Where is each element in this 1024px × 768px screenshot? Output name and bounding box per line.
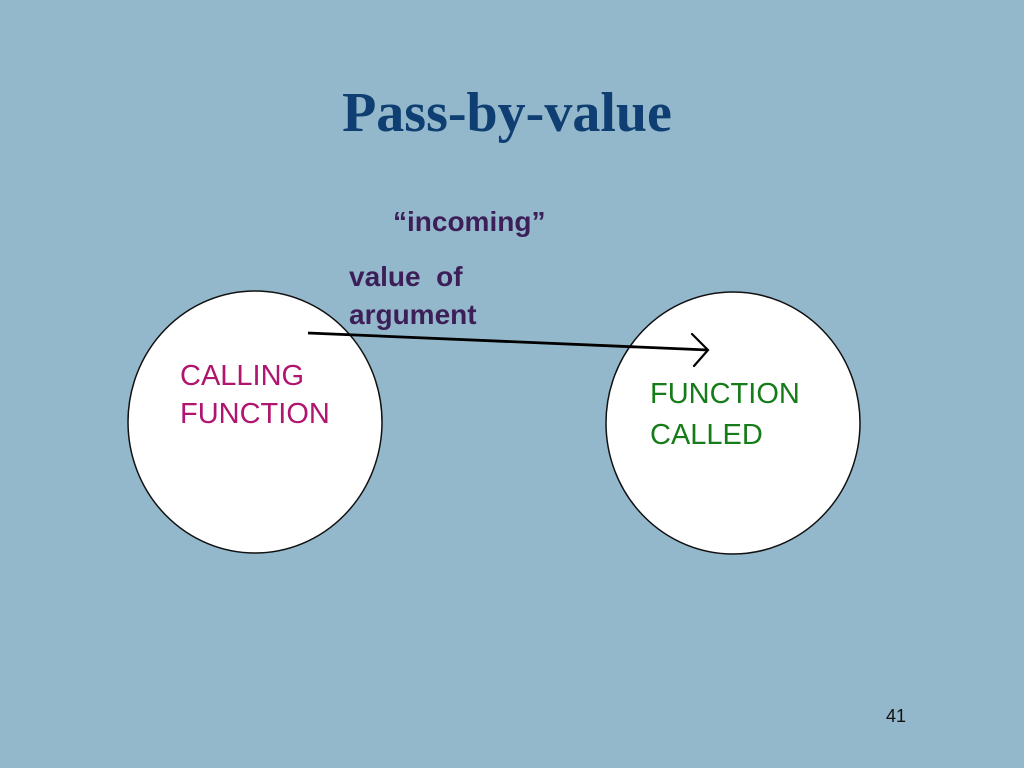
function-called-circle <box>605 291 861 555</box>
argument-arrow-line <box>307 331 709 352</box>
function-called-label: FUNCTION CALLED <box>650 378 800 451</box>
value-of-argument-label: value of argument <box>349 261 477 330</box>
calling-function-circle <box>127 290 383 554</box>
page-title: Pass-by-value <box>342 82 672 144</box>
arrowhead-icon <box>690 332 710 368</box>
incoming-label: “incoming” <box>393 206 546 237</box>
calling-function-label: CALLING FUNCTION <box>180 360 330 430</box>
slide-number: 41 <box>886 706 907 726</box>
